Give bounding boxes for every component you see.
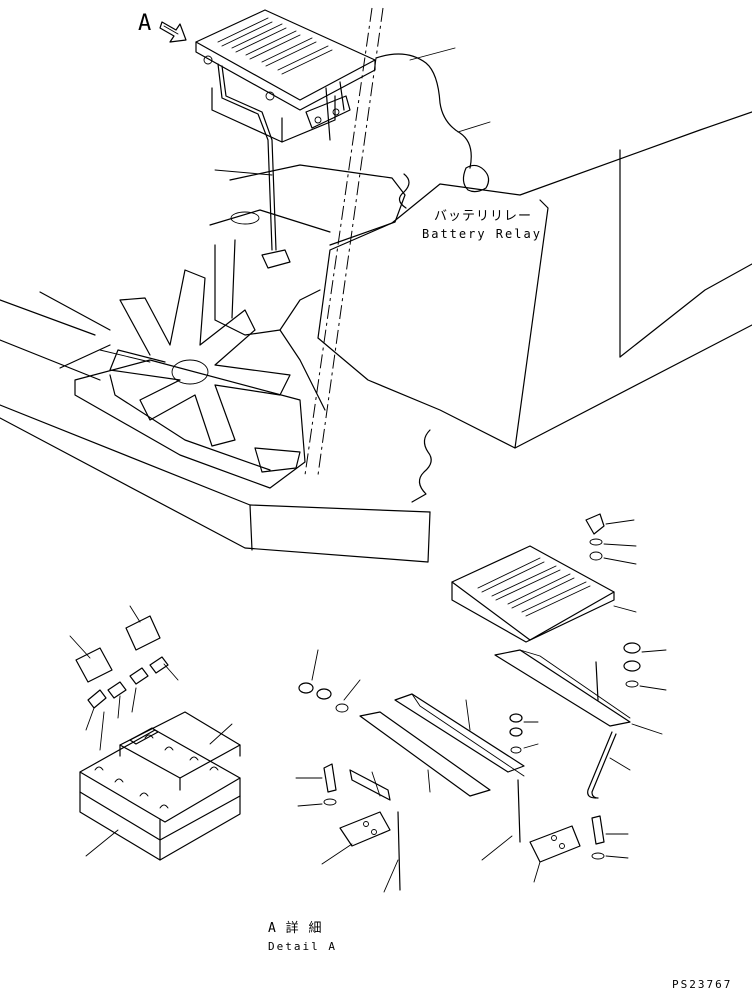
- drawing-number: PS23767: [672, 978, 732, 991]
- battery-relay-label-en: Battery Relay: [422, 227, 542, 241]
- detail-a-label-jp: A 詳 細: [268, 920, 322, 936]
- battery-assembly-top: [99, 7, 491, 476]
- view-marker-label: A: [138, 11, 151, 36]
- battery-relay-label-jp: バッテリリレー: [434, 209, 532, 224]
- machine-frame: [0, 111, 752, 563]
- exploded-cover-detail: [295, 513, 667, 893]
- batteries-detail: [69, 605, 241, 861]
- detail-a-label-en: Detail A: [268, 940, 337, 953]
